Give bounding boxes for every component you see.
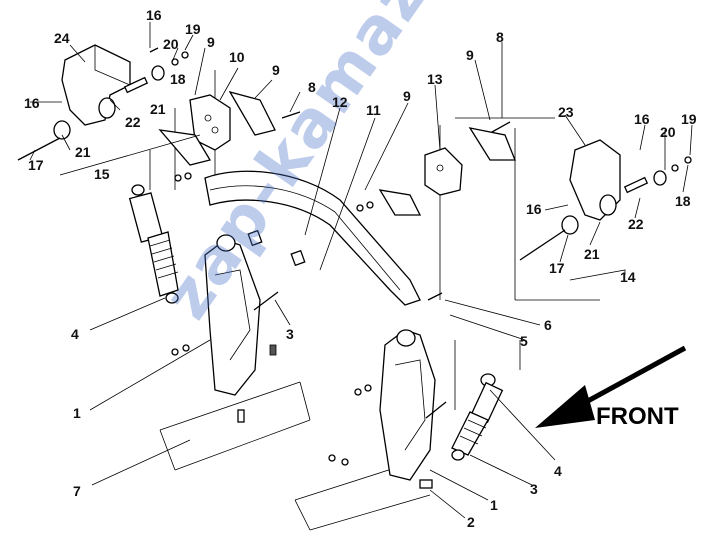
callout-9: 9 xyxy=(207,34,215,50)
callout-1: 1 xyxy=(490,497,498,513)
callout-6: 6 xyxy=(544,317,552,333)
callout-13: 13 xyxy=(427,71,443,87)
callout-4: 4 xyxy=(554,463,562,479)
callout-20: 20 xyxy=(660,124,676,140)
callout-19: 19 xyxy=(681,111,697,127)
callout-5: 5 xyxy=(520,333,528,349)
front-label: FRONT xyxy=(596,403,679,430)
callout-17: 17 xyxy=(28,157,44,173)
callout-21: 21 xyxy=(150,101,166,117)
callout-10: 10 xyxy=(229,49,245,65)
callout-4: 4 xyxy=(71,326,79,342)
callout-12: 12 xyxy=(332,94,348,110)
callout-3: 3 xyxy=(286,326,294,342)
callout-21: 21 xyxy=(75,144,91,160)
callout-18: 18 xyxy=(675,193,691,209)
callout-1: 1 xyxy=(73,405,81,421)
cross-beam xyxy=(204,170,421,306)
callout-11: 11 xyxy=(366,102,381,118)
callout-16: 16 xyxy=(24,95,40,111)
callout-14: 14 xyxy=(620,269,636,285)
callout-9: 9 xyxy=(403,88,411,104)
callout-22: 22 xyxy=(125,114,141,130)
callout-16: 16 xyxy=(526,201,542,217)
callout-17: 17 xyxy=(549,260,565,276)
callout-9: 9 xyxy=(466,47,474,63)
fastener-hardware xyxy=(171,111,511,466)
right-shock-absorber xyxy=(451,373,504,461)
callout-23: 23 xyxy=(558,104,574,120)
callout-22: 22 xyxy=(628,216,644,232)
callout-8: 8 xyxy=(308,79,316,95)
callout-19: 19 xyxy=(185,21,201,37)
callout-20: 20 xyxy=(163,36,179,52)
upper-bracket-plate xyxy=(158,90,276,166)
callout-16: 16 xyxy=(634,111,650,127)
front-direction-arrow xyxy=(535,345,687,428)
left-spring-bracket xyxy=(17,44,189,161)
left-spring-hanger xyxy=(204,234,277,423)
callout-2: 2 xyxy=(467,514,475,530)
callout-9: 9 xyxy=(272,62,280,78)
lower-bracket-plate xyxy=(378,127,516,216)
callout-3: 3 xyxy=(530,481,538,497)
callout-leaders xyxy=(29,22,693,519)
callout-7: 7 xyxy=(73,483,81,499)
callout-18: 18 xyxy=(170,71,186,87)
right-spring-hanger xyxy=(379,329,436,489)
callout-24: 24 xyxy=(54,30,70,46)
callout-21: 21 xyxy=(584,246,600,262)
callout-15: 15 xyxy=(94,166,110,182)
left-shock-absorber xyxy=(128,184,179,304)
callout-16: 16 xyxy=(146,7,162,23)
right-spring-bracket xyxy=(519,139,692,261)
callout-8: 8 xyxy=(496,29,504,45)
